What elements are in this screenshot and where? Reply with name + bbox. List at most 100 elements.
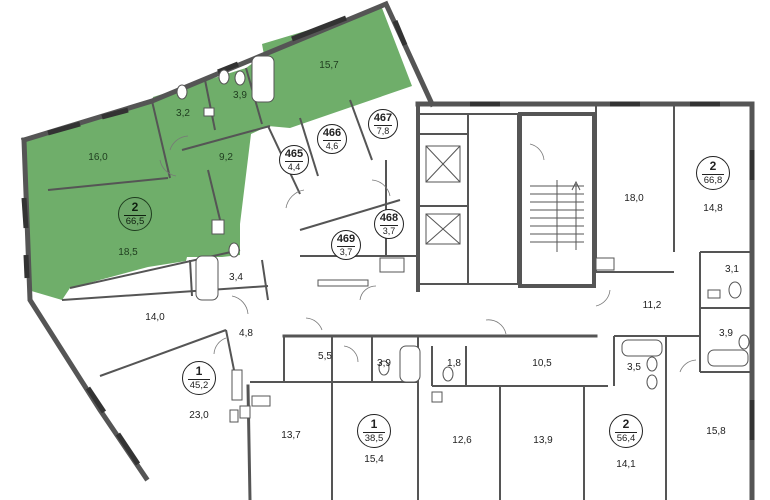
divider: [615, 432, 637, 433]
room-area-label: 14,8: [703, 203, 723, 214]
wall: [349, 99, 373, 161]
wall: [299, 117, 319, 177]
wall: [299, 199, 401, 231]
room-area-label: 14,0: [145, 312, 165, 323]
wall-bottom-row-2: [246, 384, 252, 500]
window: [115, 432, 141, 466]
door-swing: [595, 289, 611, 307]
door-swing: [343, 345, 359, 363]
room-area-label: 23,0: [189, 410, 209, 421]
bathtub-icon: [195, 255, 219, 301]
core-symbols: [425, 145, 584, 252]
room-area-label: 5,5: [318, 351, 332, 362]
window: [291, 15, 347, 42]
door-swing: [169, 135, 189, 151]
storage-number: 468: [379, 212, 399, 224]
toilet-icon: [176, 84, 188, 100]
apartment-marker-right-top[interactable]: 2 66,8: [696, 156, 730, 190]
apartment-marker-center[interactable]: 1 38,5: [357, 414, 391, 448]
room-area-label: 18,5: [118, 247, 138, 258]
storage-number: 466: [322, 127, 342, 139]
room-area-label: 1,8: [447, 358, 461, 369]
sink-icon: [229, 409, 239, 423]
window: [85, 386, 107, 414]
apartment-area: 56,4: [616, 433, 636, 444]
wall: [61, 285, 269, 301]
apartment-rooms: 2: [131, 200, 139, 214]
kitchen-counter: [251, 395, 271, 407]
apartment-area: 45,2: [189, 380, 209, 391]
room-area-label: 3,2: [176, 108, 190, 119]
stair-wall: [518, 112, 596, 288]
storage-marker-468[interactable]: 468 3,7: [374, 209, 404, 239]
wall-right-block-top: [415, 101, 755, 500]
divider: [702, 174, 724, 175]
divider: [337, 246, 355, 247]
kitchen-counter: [231, 369, 243, 401]
windows: [21, 15, 755, 466]
apartment-area: 66,8: [703, 175, 723, 186]
elevator-icon-x2: [425, 213, 461, 245]
toilet-icon: [378, 360, 390, 376]
window: [101, 107, 129, 120]
apartment-marker-bottom-right[interactable]: 2 56,4: [609, 414, 643, 448]
wall: [47, 177, 169, 191]
apartment-marker-left[interactable]: 1 45,2: [182, 361, 216, 395]
room-area-label: 3,1: [725, 264, 739, 275]
room-area-label: 11,2: [642, 300, 662, 311]
storage-marker-466[interactable]: 466 4,6: [317, 124, 347, 154]
storage-area: 7,8: [376, 126, 390, 136]
room-area-label: 9,2: [219, 152, 233, 163]
window: [23, 254, 30, 279]
toilet-icon: [728, 281, 742, 299]
wall: [181, 125, 271, 151]
storage-area: 3,7: [339, 247, 353, 257]
toilet-icon: [218, 69, 230, 85]
apartment-area: 38,5: [364, 433, 384, 444]
elevator-icon: [425, 213, 461, 245]
door-swing: [213, 337, 227, 355]
room-area-label: 3,9: [719, 328, 733, 339]
elevator-icon-x2: [425, 145, 461, 183]
window: [47, 121, 81, 136]
wall: [189, 259, 193, 297]
window: [21, 197, 29, 229]
door-swings: [159, 135, 697, 373]
storage-area: 4,6: [325, 141, 339, 151]
toilet-icon: [646, 374, 658, 390]
room-area-label: 3,4: [229, 272, 243, 283]
kitchen-counter: [317, 279, 369, 287]
storage-marker-465[interactable]: 465 4,4: [279, 145, 309, 175]
storage-marker-469[interactable]: 469 3,7: [331, 230, 361, 260]
divider: [380, 225, 398, 226]
storage-marker-467[interactable]: 467 7,8: [368, 109, 398, 139]
sink-icon: [431, 391, 443, 403]
door-swing: [371, 179, 391, 197]
fixtures: [176, 55, 750, 423]
door-swing: [285, 189, 305, 209]
divider: [285, 161, 303, 162]
room-area-label: 12,6: [452, 435, 472, 446]
wall: [99, 329, 227, 377]
toilet-icon: [234, 70, 246, 86]
apartment-rooms: 2: [622, 417, 630, 431]
apartment-marker-highlighted[interactable]: 2 66,5: [118, 197, 152, 231]
kitchen-counter: [211, 219, 225, 235]
toilet-icon: [228, 242, 240, 258]
toilet-icon: [738, 334, 750, 350]
divider: [374, 125, 392, 126]
highlighted-apartment[interactable]: [24, 8, 412, 300]
wall: [467, 113, 519, 285]
door-swing: [305, 317, 323, 331]
room-area-label: 3,5: [627, 362, 641, 373]
wall: [207, 169, 223, 229]
room-area-label: 4,8: [239, 328, 253, 339]
room-area-label: 14,1: [616, 459, 636, 470]
divider: [188, 379, 210, 380]
apartment-rooms: 1: [370, 417, 378, 431]
room-area-label: 10,5: [532, 358, 552, 369]
room-area-label: 16,0: [88, 152, 108, 163]
storage-area: 3,7: [382, 226, 396, 236]
sink-icon: [203, 107, 215, 117]
